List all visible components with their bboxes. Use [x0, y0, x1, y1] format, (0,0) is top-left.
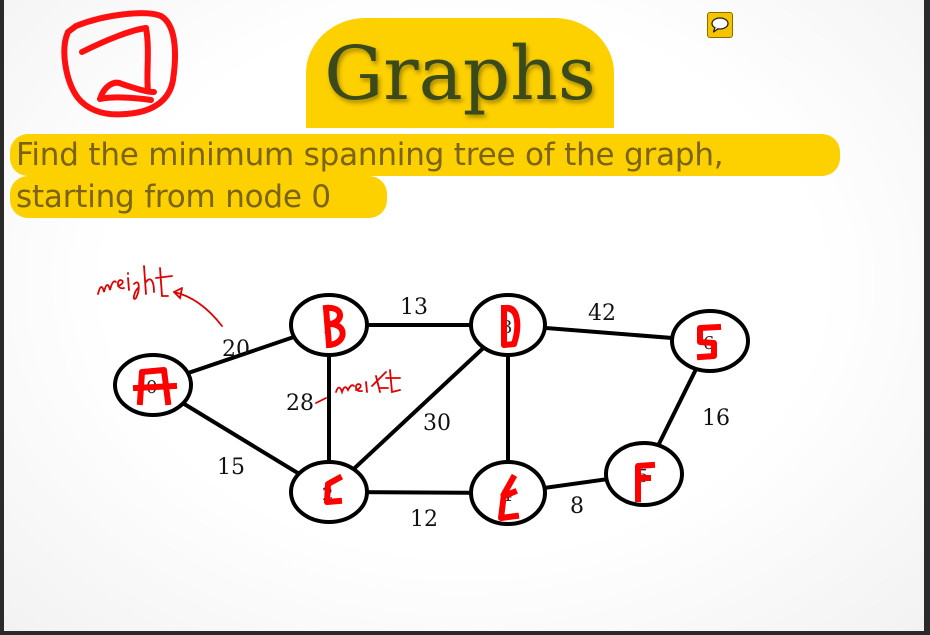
question-line-1: Find the minimum spanning tree of the gr…	[10, 134, 840, 176]
handwritten-node-letters	[132, 304, 722, 521]
letter-A-annotation	[132, 367, 178, 406]
edge-weight-C-D: 30	[423, 411, 451, 436]
edge-weight-F-G: 16	[702, 406, 730, 431]
speech-bubble-icon	[711, 17, 729, 33]
letter-F-annotation	[635, 461, 656, 502]
question-number-annotation	[61, 10, 178, 118]
question-line-2: starting from node 0	[10, 176, 387, 218]
edge-weight-B-D: 13	[400, 295, 428, 320]
node-F	[604, 441, 684, 507]
graph-nodes	[113, 293, 750, 526]
comment-icon[interactable]	[707, 12, 733, 38]
slide: Graphs Find the minimum spanning tree of…	[4, 0, 924, 631]
letter-E-annotation	[498, 473, 520, 521]
edge-weight-E-F: 8	[570, 494, 584, 519]
edge-weight-D-G: 42	[588, 301, 616, 326]
weight-annotation-top	[97, 265, 223, 327]
edge-weight-A-B: 20	[222, 337, 250, 362]
edge-weight-C-E: 12	[410, 507, 438, 532]
edge-C-D	[327, 323, 510, 494]
letter-D-annotation	[501, 304, 521, 348]
letter-G-annotation	[696, 323, 722, 361]
slide-title: Graphs	[324, 31, 596, 117]
letter-C-annotation	[324, 473, 344, 505]
edge-weight-B-C: 28	[286, 391, 314, 416]
weight-annotation-side	[315, 369, 401, 404]
letter-B-annotation	[322, 304, 346, 349]
node-D	[469, 293, 547, 357]
title-highlight	[306, 18, 614, 128]
edge-weight-A-C: 15	[217, 455, 245, 480]
